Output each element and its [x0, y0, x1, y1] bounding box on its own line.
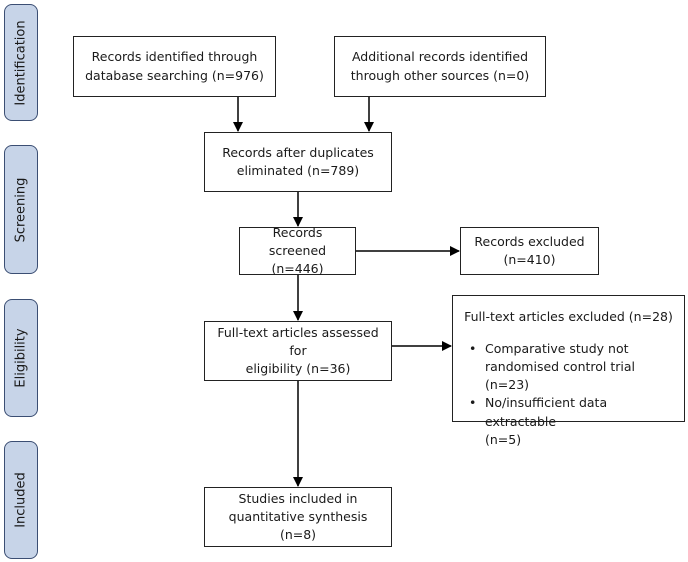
- box-excluded-line1: Records excluded: [474, 233, 585, 249]
- box-database-line2: database searching (n=976): [85, 67, 264, 83]
- box-studies-included: Studies included in quantitative synthes…: [204, 487, 392, 547]
- box-included-line1: Studies included in: [238, 490, 358, 506]
- exclusion-reason-line2: randomised control trial (n=23): [485, 359, 636, 393]
- box-other-sources-line2: through other sources (n=0): [350, 67, 530, 83]
- box-included-line2: quantitative synthesis (n=8): [228, 508, 368, 543]
- box-full-text-excluded: Full-text articles excluded (n=28) Compa…: [452, 295, 685, 447]
- phase-identification: Identification: [4, 4, 38, 121]
- exclusion-reasons-list: Comparative study not randomised control…: [467, 340, 678, 449]
- exclusion-reason: Comparative study not randomised control…: [467, 340, 678, 394]
- exclusion-reason-line1: Comparative study not: [485, 341, 629, 356]
- box-database-records: Records identified through database sear…: [73, 36, 276, 97]
- box-full-text-line2: eligibility (n=36): [245, 361, 351, 377]
- box-after-duplicates-line2: eliminated (n=789): [236, 163, 360, 178]
- exclusion-reason-line1: No/insufficient data extractable: [485, 395, 608, 429]
- full-text-excluded-title: Full-text articles excluded (n=28): [464, 309, 673, 324]
- box-after-duplicates: Records after duplicates eliminated (n=7…: [204, 132, 392, 192]
- box-screened-line1: Records screened: [268, 224, 327, 258]
- exclusion-reason: No/insufficient data extractable (n=5): [467, 394, 678, 448]
- box-full-text-assessed: Full-text articles assessed for eligibil…: [204, 321, 392, 381]
- box-after-duplicates-line1: Records after duplicates: [222, 144, 374, 160]
- box-records-excluded: Records excluded (n=410): [460, 227, 599, 275]
- box-other-sources: Additional records identified through ot…: [334, 36, 546, 97]
- phase-eligibility: Eligibility: [4, 299, 38, 417]
- phase-screening: Screening: [4, 145, 38, 274]
- exclusion-reason-line2: (n=5): [485, 431, 522, 447]
- box-screened-line2: (n=446): [271, 261, 324, 277]
- box-database-line1: Records identified through: [91, 49, 258, 65]
- box-excluded-line2: (n=410): [503, 252, 556, 267]
- box-other-sources-line1: Additional records identified: [351, 49, 529, 65]
- phase-included: Included: [4, 441, 38, 559]
- box-full-text-line1: Full-text articles assessed for: [217, 324, 379, 358]
- box-records-screened: Records screened (n=446): [239, 224, 356, 277]
